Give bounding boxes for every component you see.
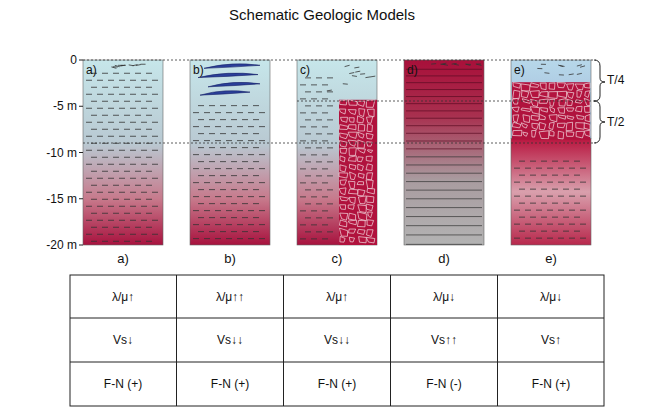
column-letter: a) (86, 63, 97, 77)
table-cell: F-N (+) (104, 377, 142, 391)
table-cell: Vs↓ (113, 333, 133, 347)
table-cell: Vs↓↓ (217, 333, 243, 347)
depth-label: 0 (70, 53, 77, 67)
bracket-label: T/4 (607, 73, 624, 87)
depth-label: -10 m (46, 146, 77, 160)
table-cell: F-N (+) (532, 377, 570, 391)
column-caption: a) (117, 252, 129, 266)
column-caption: c) (332, 252, 343, 266)
table-cell: Vs↓↓ (324, 333, 350, 347)
table-cell: F-N (-) (426, 377, 461, 391)
diagram-title: Schematic Geologic Models (229, 6, 415, 24)
column-caption: e) (545, 252, 557, 266)
table-cell: λ/μ↓ (433, 290, 455, 304)
table-cell: Vs↑ (541, 333, 561, 347)
column-letter: b) (193, 63, 204, 77)
column-caption: d) (438, 252, 450, 266)
bracket-label: T/2 (607, 115, 624, 129)
table-cell: λ/μ↑ (112, 290, 134, 304)
column-letter: c) (300, 63, 310, 77)
table-cell: F-N (+) (318, 377, 356, 391)
table-cell: λ/μ↑ (326, 290, 348, 304)
table-cell: Vs↑↑ (431, 333, 457, 347)
table-cell: λ/μ↓ (540, 290, 562, 304)
table-cell: λ/μ↑↑ (216, 290, 244, 304)
depth-label: -20 m (46, 238, 77, 252)
column-caption: b) (224, 252, 236, 266)
depth-label: -5 m (53, 99, 77, 113)
column-letter: e) (514, 63, 525, 77)
table-cell: F-N (+) (211, 377, 249, 391)
depth-label: -15 m (46, 192, 77, 206)
column-letter: d) (407, 63, 418, 77)
